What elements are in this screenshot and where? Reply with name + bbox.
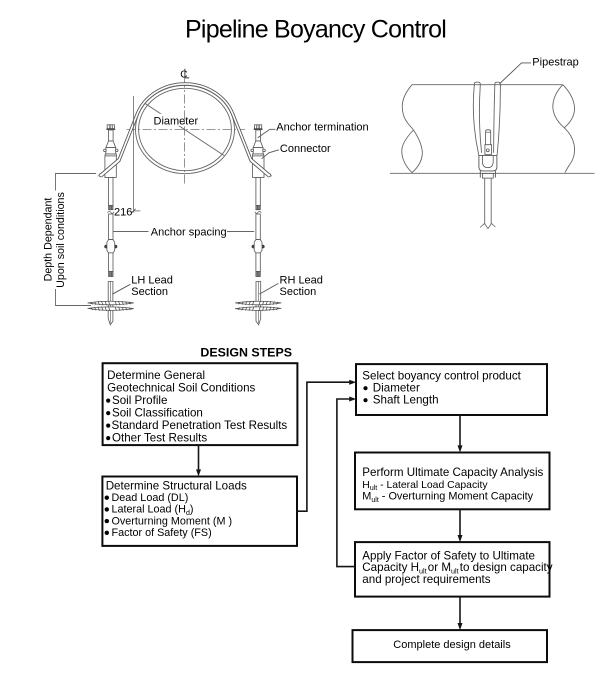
svg-text:and project requirements: and project requirements xyxy=(362,573,490,586)
svg-text:Apply Factor of Safety to Ulti: Apply Factor of Safety to Ultimate xyxy=(362,549,535,562)
svg-text:Complete design details: Complete design details xyxy=(393,639,511,651)
svg-text:Mult - Overturning Moment Capa: Mult - Overturning Moment Capacity xyxy=(362,491,533,504)
svg-text:Other Test Results: Other Test Results xyxy=(112,431,207,444)
svg-text:DESIGN STEPS: DESIGN STEPS xyxy=(200,345,292,359)
svg-text:Soil Classification: Soil Classification xyxy=(112,406,203,419)
svg-text:Anchor termination: Anchor termination xyxy=(276,121,368,133)
svg-text:Diameter: Diameter xyxy=(373,382,420,395)
svg-text:Standard Penetration Test Resu: Standard Penetration Test Results xyxy=(112,419,288,432)
svg-text:Soil Profile: Soil Profile xyxy=(112,394,167,407)
svg-text:RH Lead: RH Lead xyxy=(280,274,323,286)
svg-text:Hult - Lateral Load Capacity: Hult - Lateral Load Capacity xyxy=(362,480,488,492)
svg-text:Upon soil conditions: Upon soil conditions xyxy=(55,192,67,288)
svg-text:Section: Section xyxy=(280,286,317,298)
svg-text:Pipeline Boyancy Control: Pipeline Boyancy Control xyxy=(185,16,446,44)
svg-text:Shaft Length: Shaft Length xyxy=(373,394,439,407)
svg-text:LH Lead: LH Lead xyxy=(131,274,173,286)
svg-text:Connector: Connector xyxy=(280,143,331,155)
svg-text:Perform Ultimate Capacity Anal: Perform Ultimate Capacity Analysis xyxy=(362,466,543,479)
svg-text:Select boyancy control product: Select boyancy control product xyxy=(362,369,521,382)
svg-text:Geotechnical Soil Conditions: Geotechnical Soil Conditions xyxy=(107,381,255,394)
svg-text:Section: Section xyxy=(131,286,168,298)
svg-text:Anchor spacing: Anchor spacing xyxy=(151,227,227,239)
svg-text:Factor of Safety (FS): Factor of Safety (FS) xyxy=(112,527,212,539)
svg-text:Depth Dependant: Depth Dependant xyxy=(43,198,55,282)
svg-text:Diameter: Diameter xyxy=(154,115,199,127)
svg-text:Dead Load (DL): Dead Load (DL) xyxy=(112,492,189,504)
svg-text:Lateral Load (Hd): Lateral Load (Hd) xyxy=(112,504,194,517)
svg-text:Overturning Moment (M ): Overturning Moment (M ) xyxy=(112,515,233,527)
svg-text:Determine Structural Loads: Determine Structural Loads xyxy=(106,479,247,492)
svg-text:C: C xyxy=(180,70,187,81)
svg-text:Determine General: Determine General xyxy=(107,369,205,382)
svg-text:216: 216 xyxy=(114,206,132,218)
svg-text:Capacity Hultor Multto design: Capacity Hultor Multto design capacity xyxy=(362,561,552,575)
svg-text:Pipestrap: Pipestrap xyxy=(532,57,578,69)
